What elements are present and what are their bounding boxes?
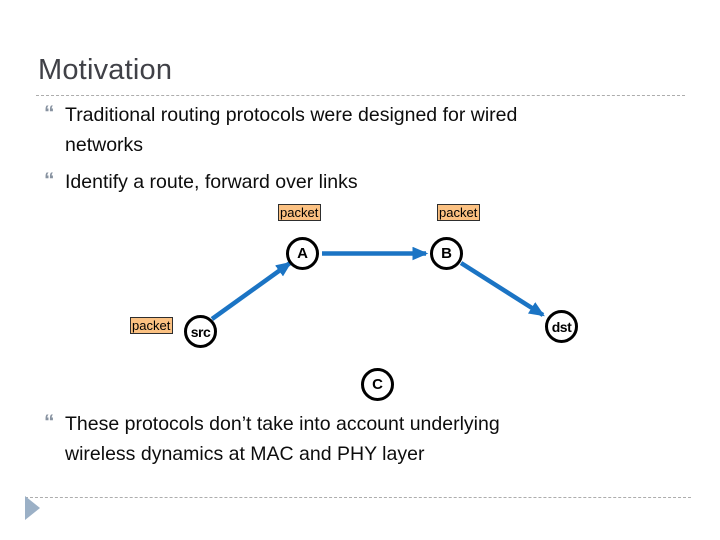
footer-divider xyxy=(25,497,691,498)
packet-label: packet xyxy=(130,317,173,334)
bullet-text: Traditional routing protocols were desig… xyxy=(65,104,518,156)
bullet-text: These protocols don’t take into account … xyxy=(65,413,500,465)
node-b: B xyxy=(430,237,463,270)
node-a: A xyxy=(286,237,319,270)
packet-label: packet xyxy=(437,204,480,221)
bullet-item-identify-route: “ Identify a route, forward over links xyxy=(44,167,684,197)
node-src: src xyxy=(184,315,217,348)
bullet-item-wireless-dynamics: “ These protocols don’t take into accoun… xyxy=(44,409,664,469)
packet-label: packet xyxy=(278,204,321,221)
bullet-quote-icon: “ xyxy=(44,102,55,125)
node-c: C xyxy=(361,368,394,401)
arrow-b-to-dst xyxy=(459,261,545,317)
node-dst: dst xyxy=(545,310,578,343)
arrow-src-to-a xyxy=(210,261,292,321)
title-divider xyxy=(36,95,685,96)
bullet-item-wired-networks: “ Traditional routing protocols were des… xyxy=(44,100,684,160)
bullet-quote-icon: “ xyxy=(44,169,55,192)
slide-title: Motivation xyxy=(38,54,173,86)
bullet-quote-icon: “ xyxy=(44,411,55,434)
bullet-text: Identify a route, forward over links xyxy=(65,171,358,193)
corner-triangle-icon xyxy=(25,496,40,520)
